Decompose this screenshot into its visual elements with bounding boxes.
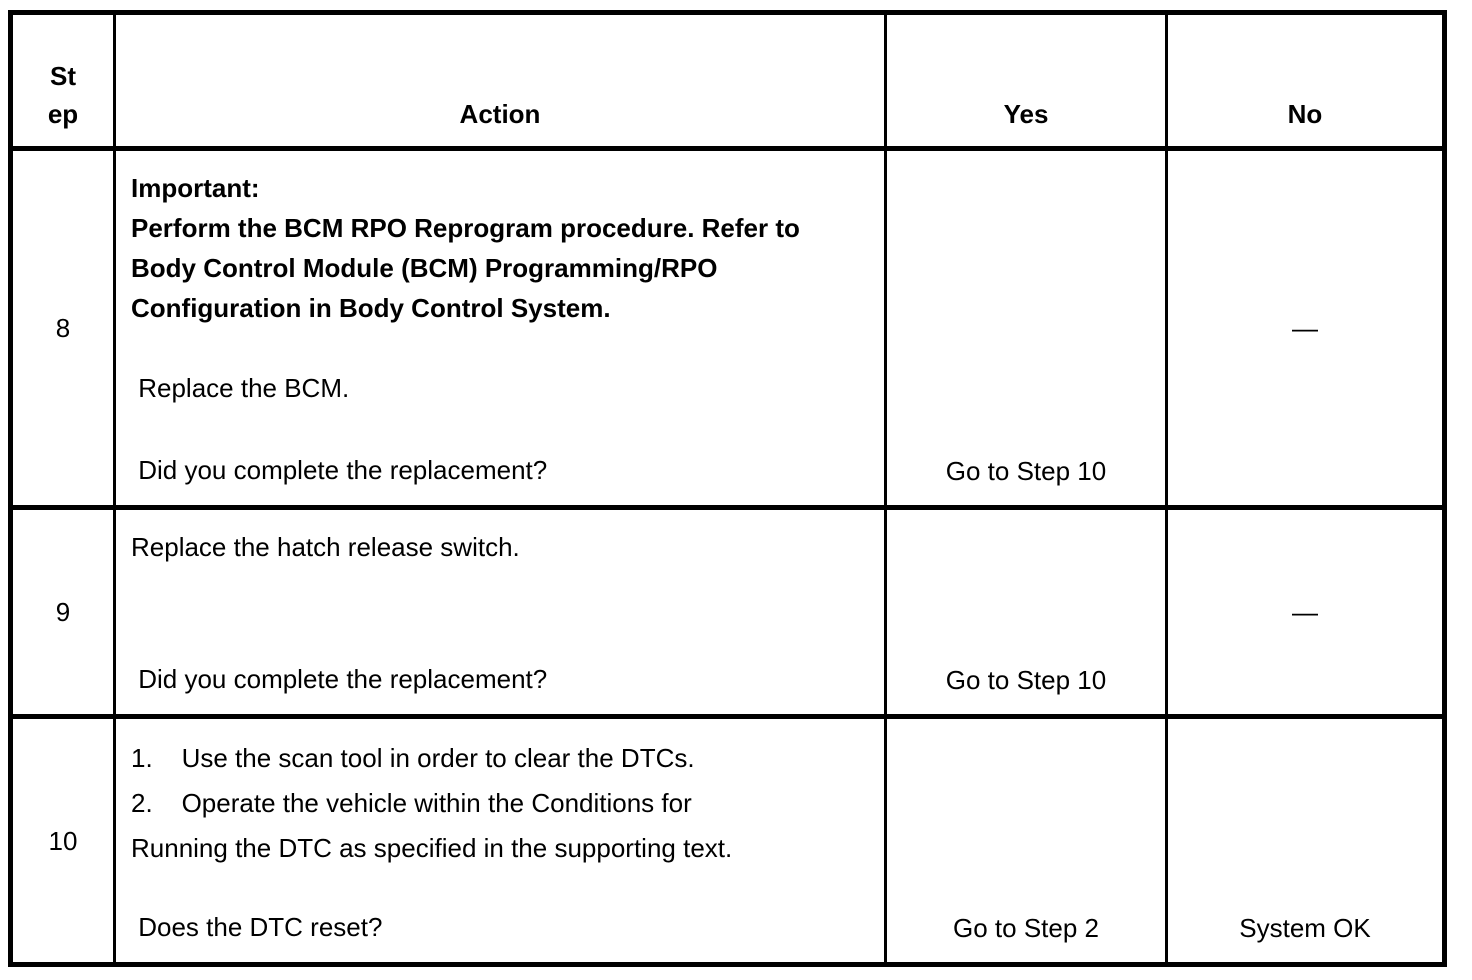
col-header-step: St ep [13,15,113,146]
yes-value: Go to Step 10 [945,456,1107,486]
step-number-cell-8: 8 [13,151,113,505]
step-number: 10 [48,825,78,856]
col-header-no: No [1168,15,1442,146]
no-cell-step-9: — [1168,510,1442,714]
action-numbered-line-2: 2. Operate the vehicle within the Condit… [131,788,692,818]
col-header-yes: Yes [887,15,1165,146]
important-note-line: Body Control Module (BCM) Programming/RP… [131,253,718,283]
action-text-line: Replace the BCM. [131,373,350,403]
yes-value: Go to Step 10 [945,665,1107,695]
col-header-no-label: No [1287,99,1323,129]
col-header-step-line1: St [50,61,76,91]
no-cell-step-8: — [1168,151,1442,505]
question-line: Did you complete the replacement? [131,664,548,694]
col-header-yes-label: Yes [1003,99,1049,129]
col-header-action-label: Action [459,99,541,129]
step-number: 8 [55,313,71,343]
col-header-step-line2: ep [47,99,79,129]
yes-value: Go to Step 2 [953,913,1099,943]
action-numbered-line-1: 1. Use the scan tool in order to clear t… [131,743,695,773]
action-text-line: Running the DTC as specified in the supp… [131,833,733,863]
yes-cell-step-10: Go to Step 2 [887,719,1165,962]
cell-spacer [131,408,876,450]
action-cell-step-9: Replace the hatch release switch. Did yo… [116,510,884,714]
action-text-line: Replace the hatch release switch. [131,532,520,562]
yes-cell-step-8: Go to Step 10 [887,151,1165,505]
col-header-action: Action [116,15,884,146]
cell-spacer [131,871,876,907]
step-number-cell-10: 10 [13,719,113,962]
no-value-dash: — [1292,597,1318,627]
important-note-line: Configuration in Body Control System. [131,293,611,323]
cell-spacer [131,567,876,659]
important-note-line: Important: [131,173,260,203]
important-note-line: Perform the BCM RPO Reprogram procedure.… [131,213,800,243]
no-cell-step-10: System OK [1168,719,1442,962]
yes-cell-step-9: Go to Step 10 [887,510,1165,714]
no-value-dash: — [1292,313,1318,343]
no-value: System OK [1239,913,1371,943]
dtc-diagnostic-table: St ep Action Yes No 8 Important: Perform… [8,10,1447,967]
step-number: 9 [55,597,71,627]
question-line: Did you complete the replacement? [131,455,548,485]
action-cell-step-8: Important: Perform the BCM RPO Reprogram… [116,151,884,505]
step-number-cell-9: 9 [13,510,113,714]
question-line: Does the DTC reset? [131,912,383,942]
action-cell-step-10: 1. Use the scan tool in order to clear t… [116,719,884,962]
